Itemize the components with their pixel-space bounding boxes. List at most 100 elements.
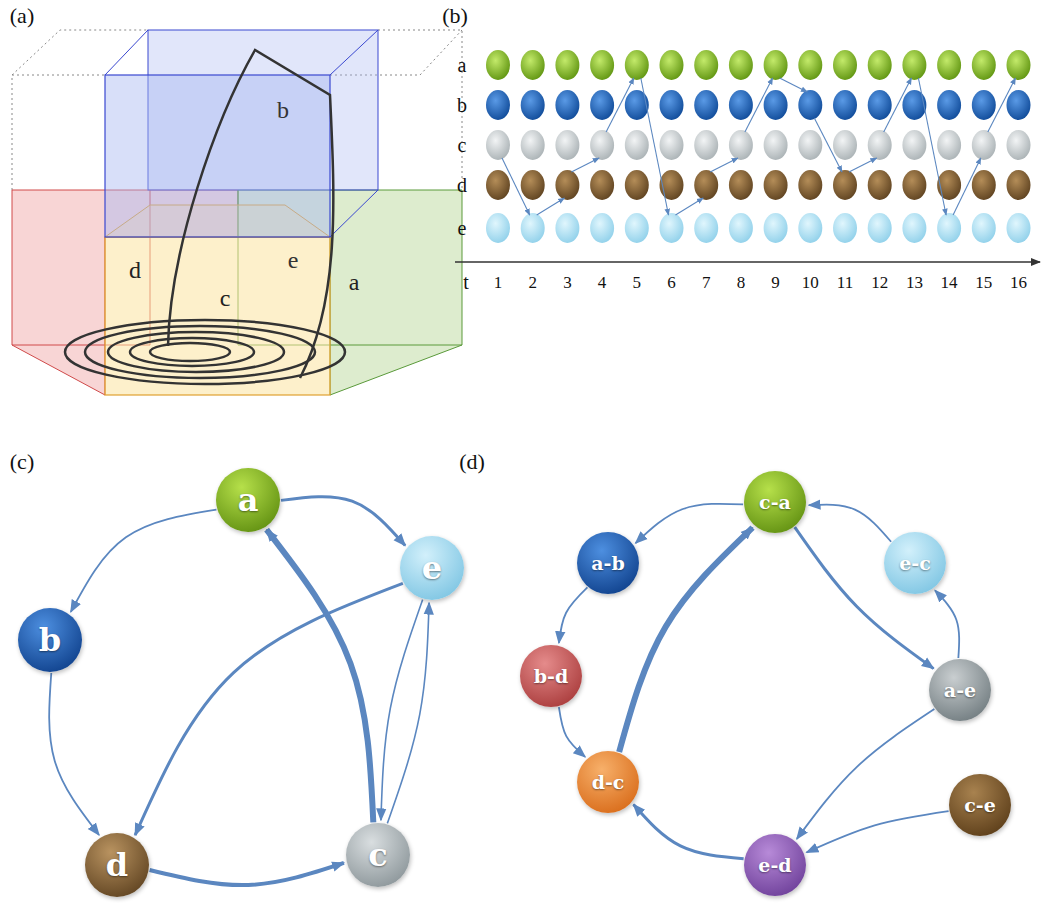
state-oval	[902, 213, 926, 243]
tick-label: 15	[975, 274, 992, 291]
node-label: c-a	[759, 491, 791, 513]
node-label: a	[238, 481, 259, 519]
tick-label: 13	[906, 274, 923, 291]
sequence-arrow	[710, 158, 738, 172]
state-oval	[694, 213, 718, 243]
state-oval	[555, 213, 579, 243]
transition-arrow	[809, 505, 891, 542]
state-oval	[660, 170, 684, 200]
state-space-boxes	[12, 30, 462, 395]
transition-arrow	[267, 530, 374, 823]
state-oval	[625, 213, 649, 243]
state-oval	[972, 130, 996, 160]
state-oval	[521, 90, 545, 120]
panel-label: (a)	[10, 5, 34, 27]
state-oval	[833, 170, 857, 200]
sequence-arrow	[884, 78, 912, 132]
state-oval	[972, 170, 996, 200]
row-label: c	[458, 135, 467, 155]
sequence-arrow	[953, 158, 981, 215]
region-label: b	[277, 98, 289, 122]
state-oval	[521, 50, 545, 80]
transition-arrow	[935, 590, 959, 658]
tick-label: 14	[941, 274, 958, 291]
state-oval	[833, 213, 857, 243]
sequence-arrow	[606, 78, 634, 132]
state-oval	[1007, 170, 1031, 200]
trajectory	[65, 50, 345, 384]
state-oval	[972, 213, 996, 243]
node-label: b	[39, 621, 61, 659]
state-oval	[868, 90, 892, 120]
node-label: e-d	[758, 854, 791, 876]
transition-arrow	[559, 587, 587, 642]
tick-label: 2	[528, 274, 537, 291]
box-edge	[330, 30, 378, 75]
state-oval	[660, 50, 684, 80]
state-oval	[798, 130, 822, 160]
sequence-arrows	[502, 78, 1016, 215]
state-oval	[764, 170, 788, 200]
region-c-box	[105, 237, 330, 395]
state-oval	[555, 90, 579, 120]
panel-label: (b)	[442, 5, 468, 27]
state-oval	[555, 170, 579, 200]
state-oval	[868, 50, 892, 80]
dotted-edge	[12, 75, 105, 76]
state-oval	[590, 50, 614, 80]
trajectory-loop	[130, 338, 254, 366]
node-label: a-e	[944, 679, 976, 701]
tick-label: 1	[494, 274, 503, 291]
transition-arrow	[387, 603, 429, 823]
state-oval	[625, 130, 649, 160]
transition-arrow	[281, 497, 405, 546]
node-label: b-d	[534, 665, 568, 687]
state-oval	[937, 170, 961, 200]
state-oval	[590, 90, 614, 120]
state-oval	[660, 90, 684, 120]
tick-label: 8	[737, 274, 746, 291]
node-label: c	[368, 836, 387, 874]
transition-arrow	[135, 583, 403, 835]
state-oval	[486, 213, 510, 243]
state-node: c-a	[744, 471, 806, 533]
state-oval	[937, 90, 961, 120]
trajectory-loop	[85, 326, 315, 378]
row-label: a	[458, 55, 467, 75]
state-oval	[764, 213, 788, 243]
node-label: c-e	[964, 794, 996, 816]
node-label: d	[106, 846, 128, 884]
tick-label: 16	[1010, 274, 1027, 291]
state-node: c-e	[949, 774, 1011, 836]
transition-arrow	[633, 805, 743, 859]
state-oval	[521, 213, 545, 243]
state-oval	[590, 213, 614, 243]
state-oval	[833, 50, 857, 80]
state-oval	[590, 170, 614, 200]
state-oval	[729, 170, 753, 200]
box-edge	[330, 190, 378, 237]
tick-label: 11	[837, 274, 853, 291]
region-label: c	[220, 286, 231, 310]
state-oval	[798, 170, 822, 200]
tick-label: 7	[702, 274, 711, 291]
sequence-arrow	[814, 118, 842, 172]
state-oval	[868, 213, 892, 243]
sequence-arrow	[745, 78, 773, 132]
state-oval	[868, 130, 892, 160]
box-edge	[105, 30, 148, 75]
row-label: d	[457, 175, 467, 195]
sequence-arrow	[988, 78, 1016, 132]
state-oval	[1007, 130, 1031, 160]
trajectory-excursion	[168, 50, 333, 378]
tick-label: 6	[667, 274, 676, 291]
axis-label: t	[463, 272, 469, 292]
state-oval	[798, 213, 822, 243]
panel-label: (d)	[459, 451, 485, 473]
transition-arrow	[797, 709, 935, 839]
node-label: e-c	[899, 552, 931, 574]
transition-arrow	[619, 528, 752, 752]
transition-arrow	[636, 504, 744, 543]
state-oval	[660, 213, 684, 243]
